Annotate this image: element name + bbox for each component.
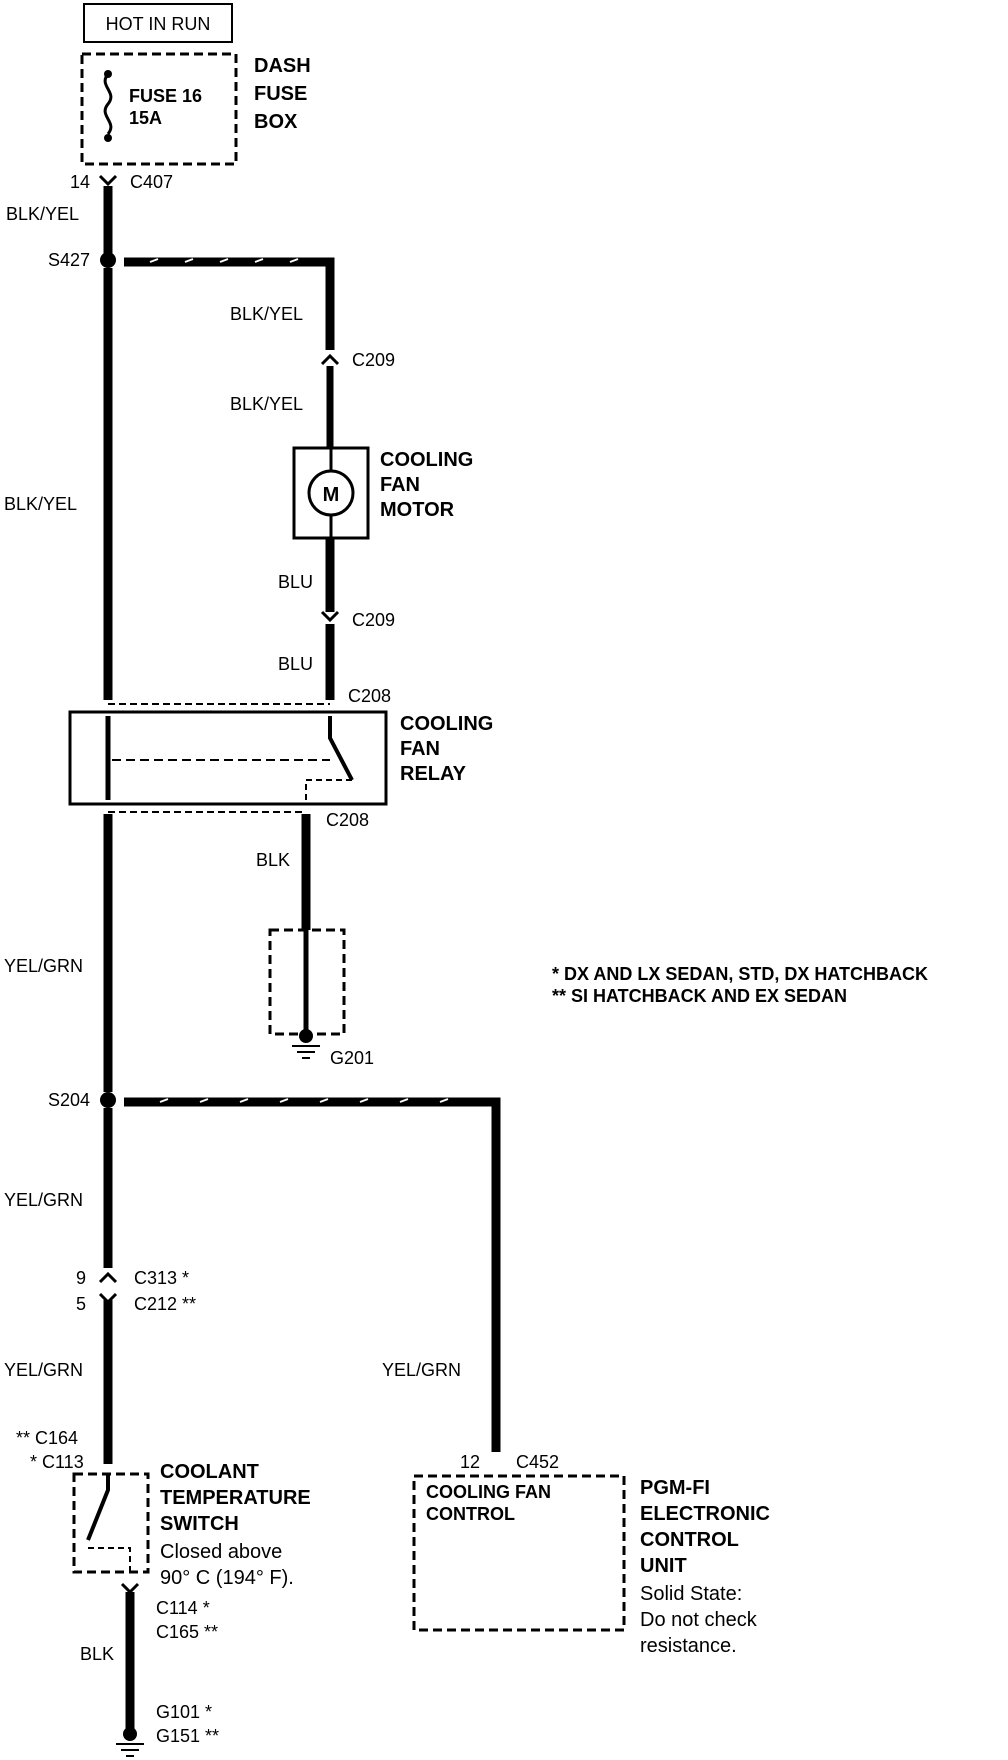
fuse-name: FUSE 16 <box>129 86 202 106</box>
connector-c313-mark <box>98 1271 118 1284</box>
connector-c407-pin: 14 <box>70 172 90 192</box>
fuse-terminal-bottom <box>104 134 112 142</box>
wire-label-blk-yel-left: BLK/YEL <box>4 494 77 514</box>
wire-label-blk-yel-upper: BLK/YEL <box>230 304 303 324</box>
wire-label-yel-grn-right: YEL/GRN <box>382 1360 461 1380</box>
motor-symbol-letter: M <box>323 484 340 506</box>
fan-motor-label-2: FAN <box>380 474 420 496</box>
fuse-rating: 15A <box>129 108 162 128</box>
ecu-note-2: Do not check <box>640 1609 758 1631</box>
ecu-note-1: Solid State: <box>640 1583 742 1605</box>
wire-label-blk-relay: BLK <box>256 850 290 870</box>
coolant-switch-note-2: 90° C (194° F). <box>160 1567 294 1589</box>
connector-c452-pin: 12 <box>460 1452 480 1472</box>
wire-s427-stripes <box>149 258 299 263</box>
fuse-box-label-2: FUSE <box>254 83 307 105</box>
fuse-element <box>103 73 113 135</box>
ecu-label-3: CONTROL <box>640 1529 739 1551</box>
switch-return <box>88 1547 131 1572</box>
fan-relay-label-2: FAN <box>400 738 440 760</box>
legend-double-star: ** SI HATCHBACK AND EX SEDAN <box>552 986 847 1006</box>
relay-switch-return <box>305 779 352 800</box>
fan-relay-label-3: RELAY <box>400 763 467 785</box>
connector-c208-bottom-label: C208 <box>326 810 369 830</box>
connector-c212-label: C212 ** <box>134 1294 196 1314</box>
coolant-temperature-switch <box>72 1472 150 1574</box>
splice-s204-label: S204 <box>48 1090 90 1110</box>
cooling-fan-relay <box>68 710 388 806</box>
legend-single-star: * DX AND LX SEDAN, STD, DX HATCHBACK <box>552 964 928 984</box>
ecu-label-4: UNIT <box>640 1555 687 1577</box>
hot-in-run-box <box>83 3 233 43</box>
hot-in-run-label: HOT IN RUN <box>106 14 211 34</box>
wire-label-blk-yel-lower: BLK/YEL <box>230 394 303 414</box>
ecu-label-2: ELECTRONIC <box>640 1503 770 1525</box>
ground-g101-label: G101 * <box>156 1702 212 1722</box>
connector-c114-label: C114 * <box>156 1598 210 1618</box>
relay-switch-contact <box>328 716 354 781</box>
connector-c313-label: C313 * <box>134 1268 189 1288</box>
fuse-box-label-1: DASH <box>254 55 311 77</box>
wire-label-yel-grn-middle: YEL/GRN <box>4 1190 83 1210</box>
coolant-switch-label-3: SWITCH <box>160 1513 239 1535</box>
connector-c209-top-mark <box>320 353 340 366</box>
connector-c313-pin: 9 <box>76 1268 86 1288</box>
wire-s204-to-ecu <box>124 1097 501 1452</box>
connector-c164-label: ** C164 <box>16 1428 78 1448</box>
ground-g101-point <box>123 1727 137 1741</box>
pgm-fi-ecu <box>412 1474 626 1632</box>
connector-c209-bottom-mark <box>320 610 340 623</box>
wire-s427-to-motor <box>124 257 335 350</box>
connector-c208-top-label: C208 <box>348 686 391 706</box>
coolant-switch-label-2: TEMPERATURE <box>160 1487 311 1509</box>
ecu-inner-label-1: COOLING FAN <box>426 1482 551 1502</box>
connector-c209-bottom-label: C209 <box>352 610 395 630</box>
coolant-switch-note-1: Closed above <box>160 1541 282 1563</box>
wire-label-blu-upper: BLU <box>278 572 313 592</box>
dash-fuse-box <box>80 52 238 166</box>
ground-g201-label: G201 <box>330 1048 374 1068</box>
wire-label-blk-bottom: BLK <box>80 1644 114 1664</box>
wire-s204-stripes <box>159 1098 449 1103</box>
ecu-note-3: resistance. <box>640 1635 737 1657</box>
wire-label-yel-grn-upper: YEL/GRN <box>4 956 83 976</box>
ground-g151-label: G151 ** <box>156 1726 219 1746</box>
connector-c407-mark <box>98 174 118 187</box>
ground-g101-symbol <box>116 1743 144 1757</box>
ecu-label-1: PGM-FI <box>640 1477 710 1499</box>
switch-contact-arm <box>86 1474 110 1541</box>
connector-c165-label: C165 ** <box>156 1622 218 1642</box>
wire-label-blk-yel-top: BLK/YEL <box>6 204 79 224</box>
ecu-inner-label-2: CONTROL <box>426 1504 515 1524</box>
fuse-box-label-3: BOX <box>254 111 298 133</box>
splice-s427 <box>100 252 116 268</box>
fan-motor-label-1: COOLING <box>380 449 473 471</box>
splice-s204 <box>100 1092 116 1108</box>
splice-s427-label: S427 <box>48 250 90 270</box>
connector-c209-top-label: C209 <box>352 350 395 370</box>
wire-label-blu-lower: BLU <box>278 654 313 674</box>
ground-g201-point <box>299 1029 313 1043</box>
connector-c113-label: * C113 <box>30 1452 84 1472</box>
connector-c212-pin: 5 <box>76 1294 86 1314</box>
ground-g201-symbol <box>292 1045 320 1059</box>
fuse-terminal-top <box>104 70 112 78</box>
connector-c114-mark <box>120 1582 140 1595</box>
connector-c407-label: C407 <box>130 172 173 192</box>
wire-label-yel-grn-lower: YEL/GRN <box>4 1360 83 1380</box>
coolant-switch-label-1: COOLANT <box>160 1461 259 1483</box>
connector-c452-label: C452 <box>516 1452 559 1472</box>
fan-motor-label-3: MOTOR <box>380 499 455 521</box>
fan-relay-label-1: COOLING <box>400 713 493 735</box>
